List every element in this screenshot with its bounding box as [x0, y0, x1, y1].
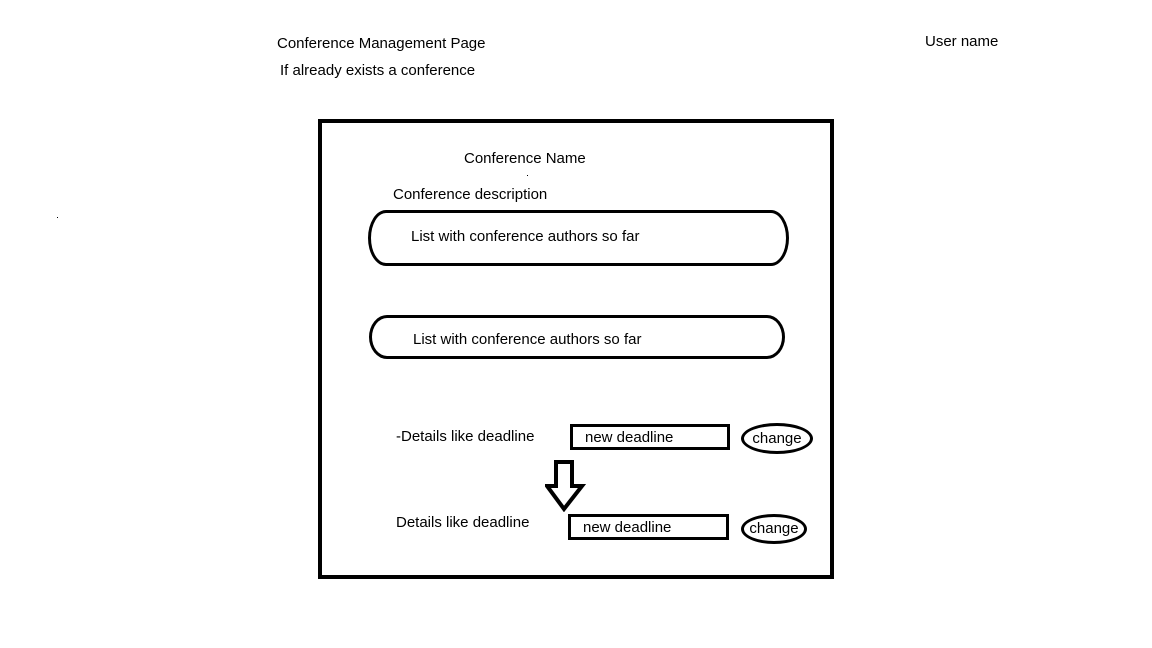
authors-list-box[interactable]: List with conference authors so far: [368, 210, 789, 266]
authors-list-label: List with conference authors so far: [411, 228, 640, 245]
change-button[interactable]: change: [741, 514, 807, 544]
user-name[interactable]: User name: [925, 33, 999, 50]
conference-name: Conference Name: [464, 150, 586, 167]
page-subtitle: If already exists a conference: [280, 62, 476, 79]
authors-list-label: List with conference authors so far: [413, 331, 642, 348]
authors-list-box[interactable]: List with conference authors so far: [369, 315, 785, 359]
stray-dot: [527, 175, 528, 176]
page-title: Conference Management Page: [277, 35, 486, 52]
conference-panel: [318, 119, 834, 579]
down-arrow-icon: [545, 460, 587, 512]
change-button[interactable]: change: [741, 423, 813, 454]
deadline-input[interactable]: [570, 424, 730, 450]
conference-description: Conference description: [393, 186, 548, 203]
details-label: -Details like deadline: [396, 428, 535, 445]
stray-dot: [57, 217, 58, 218]
details-label: Details like deadline: [396, 514, 530, 531]
deadline-input[interactable]: [568, 514, 729, 540]
